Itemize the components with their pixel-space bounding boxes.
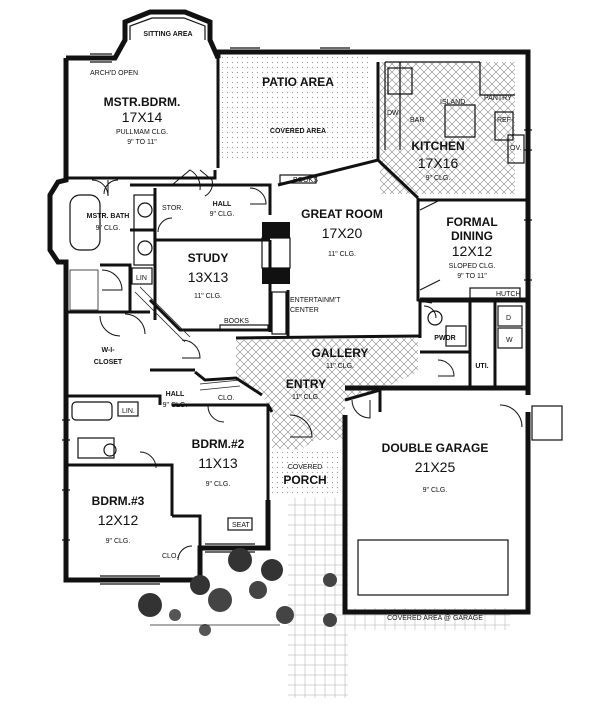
mstr-bath-ceiling: 9" CLG. xyxy=(96,225,121,232)
lin-lower-label: LIN. xyxy=(122,408,135,415)
ov-label: OV. xyxy=(510,145,521,152)
wi-closet-line-2: CLOSET xyxy=(94,359,123,366)
great-room-size: 17X20 xyxy=(322,225,363,241)
entry-ceiling: 11" CLG. xyxy=(292,394,320,401)
covered-porch-line-2: PORCH xyxy=(283,473,326,487)
windows xyxy=(62,47,532,585)
porch-paving xyxy=(270,452,340,494)
dw-label: DW xyxy=(387,110,399,117)
kitchen-ceiling: 9" CLG. xyxy=(426,175,451,182)
patio-paving xyxy=(222,56,372,98)
great-room-ceiling: 11" CLG. xyxy=(328,251,356,258)
bdrm3-ceiling: 9" CLG. xyxy=(106,538,131,545)
exterior-wall xyxy=(47,9,531,615)
kitchen-size: 17X16 xyxy=(418,155,459,171)
covered-area-garage-label: COVERED AREA @ GARAGE xyxy=(387,615,483,622)
stor-label: STOR. xyxy=(162,205,183,212)
lin-upper-label: LIN xyxy=(136,275,147,282)
bdrm2-size: 11X13 xyxy=(198,455,238,471)
entry-name: ENTRY xyxy=(286,377,326,391)
hall-upper-name: HALL xyxy=(213,201,232,208)
formal-dining-ceiling-1: SLOPED CLG. xyxy=(449,263,496,270)
archd-open-label: ARCH'D OPEN xyxy=(90,70,138,77)
covered-area-label: COVERED AREA xyxy=(270,128,326,135)
d-label: D xyxy=(506,315,511,322)
landscaping xyxy=(138,548,337,636)
pantry-label: PANTRY xyxy=(484,95,512,102)
study-name: STUDY xyxy=(188,251,229,265)
patio-area-label: PATIO AREA xyxy=(262,75,334,89)
mstr-bdrm-name: MSTR.BDRM. xyxy=(104,95,181,109)
entertainment-line-1: ENTERTAINM'T xyxy=(290,297,341,304)
interior-walls xyxy=(66,58,528,548)
bdrm2-ceiling: 9" CLG. xyxy=(206,481,231,488)
mstr-bath-name: MSTR. BATH xyxy=(87,213,130,220)
kitchen-tile xyxy=(380,62,515,194)
gallery-ceiling: 11" CLG. xyxy=(326,363,354,370)
doors xyxy=(91,169,523,561)
front-walk xyxy=(288,498,348,698)
double-garage-size: 21X25 xyxy=(415,459,456,475)
bdrm3-name: BDRM.#3 xyxy=(92,494,145,508)
books-study-label: BOOKS xyxy=(224,318,249,325)
formal-dining-size: 12X12 xyxy=(452,243,493,259)
study-ceiling: 11" CLG. xyxy=(194,293,222,300)
bdrm2-name: BDRM.#2 xyxy=(192,437,245,451)
hall-lower-name: HALL xyxy=(166,391,185,398)
covered-porch-line-1: COVERED xyxy=(288,464,323,471)
wi-closet-line-1: W-I- xyxy=(101,347,115,354)
great-room-name: GREAT ROOM xyxy=(301,207,383,221)
kitchen-name: KITCHEN xyxy=(411,139,464,153)
pwdr-label: PWDR xyxy=(434,335,455,342)
room-labels: SITTING AREA ARCH'D OPEN MSTR.BDRM. 17X1… xyxy=(87,31,522,622)
gallery-name: GALLERY xyxy=(312,346,369,360)
covered-area-paving xyxy=(222,100,377,158)
formal-dining-ceiling-2: 9" TO 11" xyxy=(457,273,487,280)
uti-label: UTI. xyxy=(475,363,488,370)
seat-label: SEAT xyxy=(232,522,250,529)
books-upper-label: BOOKS xyxy=(293,177,318,184)
ref-label: REF xyxy=(497,117,511,124)
sitting-area-label: SITTING AREA xyxy=(143,31,192,38)
mstr-bdrm-ceiling-1: PULLMAM CLG. xyxy=(116,129,168,136)
w-label: W xyxy=(506,337,513,344)
hall-lower-ceiling: 9" CLG. xyxy=(163,402,188,409)
hall-upper-ceiling: 9" CLG. xyxy=(210,211,235,218)
clo-bdrm2-label: CLO. xyxy=(218,395,234,402)
clo-bdrm3-label: CLO. xyxy=(162,553,178,560)
bdrm3-size: 12X12 xyxy=(98,512,139,528)
bar-label: BAR xyxy=(410,117,424,124)
double-garage-ceiling: 9" CLG. xyxy=(423,487,448,494)
island-label: ISLAND xyxy=(440,99,465,106)
fixtures xyxy=(69,17,563,596)
formal-dining-name-1: FORMAL xyxy=(446,215,497,229)
mstr-bdrm-size: 17X14 xyxy=(122,109,163,125)
mstr-bdrm-ceiling-2: 9" TO 11" xyxy=(127,139,157,146)
hutch-label: HUTCH xyxy=(496,291,521,298)
entertainment-line-2: CENTER xyxy=(290,307,319,314)
double-garage-name: DOUBLE GARAGE xyxy=(382,441,489,455)
gallery-entry-tile xyxy=(236,338,418,450)
study-size: 13X13 xyxy=(188,269,229,285)
formal-dining-name-2: DINING xyxy=(451,229,493,243)
